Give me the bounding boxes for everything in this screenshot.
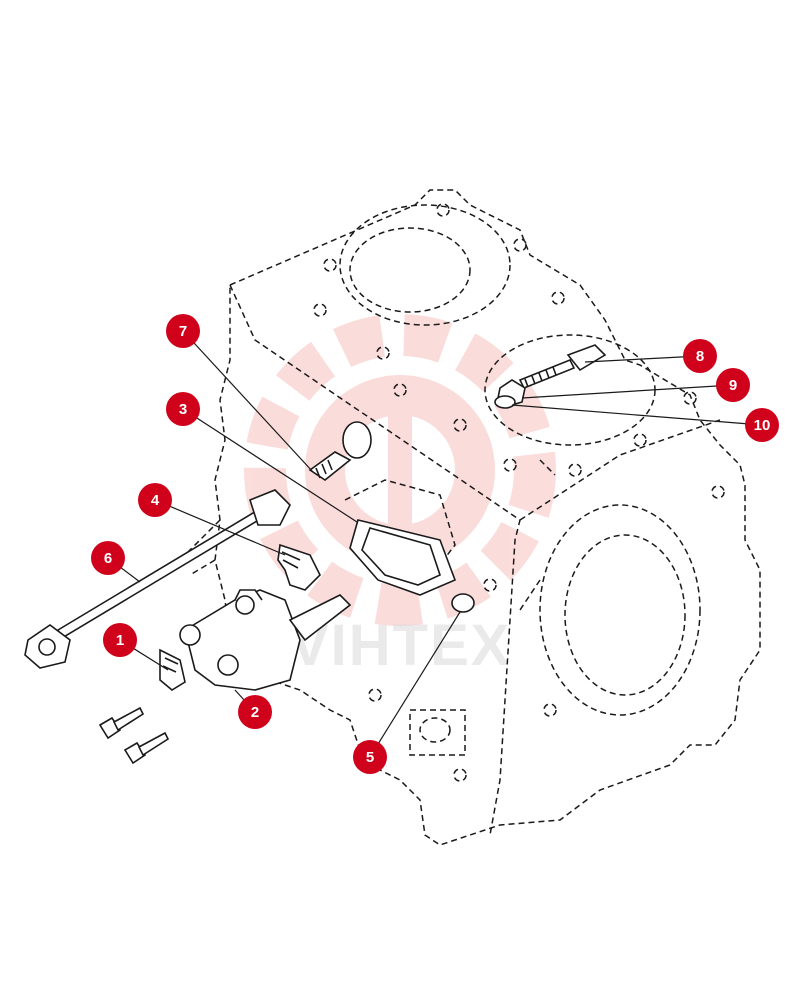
part-1-fitting (159, 648, 186, 691)
callout-7: 7 (166, 314, 200, 348)
engine-block (179, 189, 761, 846)
part-10-washer (494, 395, 516, 409)
bolts (98, 706, 170, 765)
callout-4: 4 (138, 483, 172, 517)
callout-8: 8 (683, 339, 717, 373)
part-5-plug (451, 593, 475, 613)
leader-lines (107, 330, 763, 758)
callout-10: 10 (745, 408, 779, 442)
callout-2: 2 (238, 695, 272, 729)
callout-5: 5 (353, 740, 387, 774)
part-2-pump (179, 589, 352, 691)
svg-text:8: 8 (696, 348, 704, 365)
svg-text:1: 1 (116, 632, 124, 649)
part-7-fitting (308, 421, 372, 481)
part-4-elbow (277, 543, 321, 591)
part-6-pipe (24, 489, 291, 669)
svg-text:9: 9 (729, 377, 737, 394)
svg-text:7: 7 (179, 323, 187, 340)
svg-text:2: 2 (251, 704, 259, 721)
svg-text:6: 6 (104, 550, 112, 567)
part-8-stud (518, 344, 607, 390)
callout-6: 6 (91, 541, 125, 575)
callout-1: 1 (103, 623, 137, 657)
callout-9: 9 (716, 368, 750, 402)
callout-3: 3 (166, 392, 200, 426)
parts (24, 344, 607, 765)
part-3-gasket (349, 519, 457, 596)
callouts: 1 2 3 4 5 6 7 8 (91, 314, 779, 774)
svg-text:4: 4 (151, 492, 160, 509)
svg-text:10: 10 (754, 417, 771, 434)
svg-text:5: 5 (366, 749, 374, 766)
svg-text:3: 3 (179, 401, 187, 418)
